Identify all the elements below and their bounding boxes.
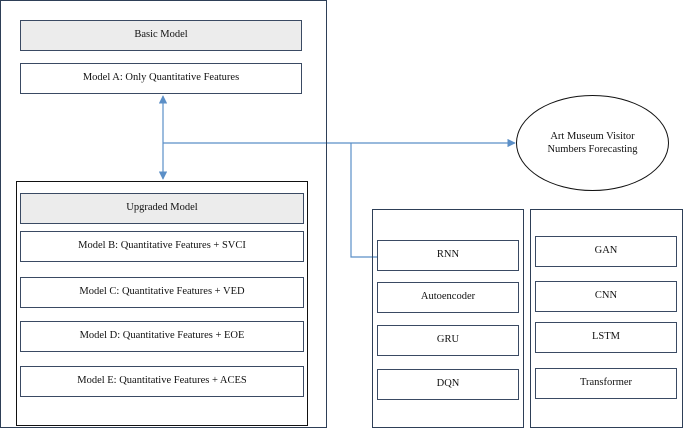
methods-frame-right [530, 209, 683, 428]
method-transformer: Transformer [535, 368, 677, 399]
method-dqn: DQN [377, 369, 519, 400]
method-gan: GAN [535, 236, 677, 267]
method-rnn: RNN [377, 240, 519, 271]
methods-frame-left [372, 209, 524, 428]
model-b-box: Model B: Quantitative Features + SVCI [20, 231, 304, 262]
method-lstm: LSTM [535, 322, 677, 353]
basic-model-header: Basic Model [20, 20, 302, 51]
method-gru: GRU [377, 325, 519, 356]
method-cnn: CNN [535, 281, 677, 312]
models-frame [0, 0, 327, 428]
upgraded-model-frame [16, 181, 308, 426]
method-autoencoder: Autoencoder [377, 282, 519, 313]
model-e-box: Model E: Quantitative Features + ACES [20, 366, 304, 397]
forecasting-ellipse: Art Museum Visitor Numbers Forecasting [516, 95, 669, 191]
upgraded-model-header: Upgraded Model [20, 193, 304, 224]
model-c-box: Model C: Quantitative Features + VED [20, 277, 304, 308]
methods-connector [350, 143, 377, 258]
model-a-box: Model A: Only Quantitative Features [20, 63, 302, 94]
model-d-box: Model D: Quantitative Features + EOE [20, 321, 304, 352]
